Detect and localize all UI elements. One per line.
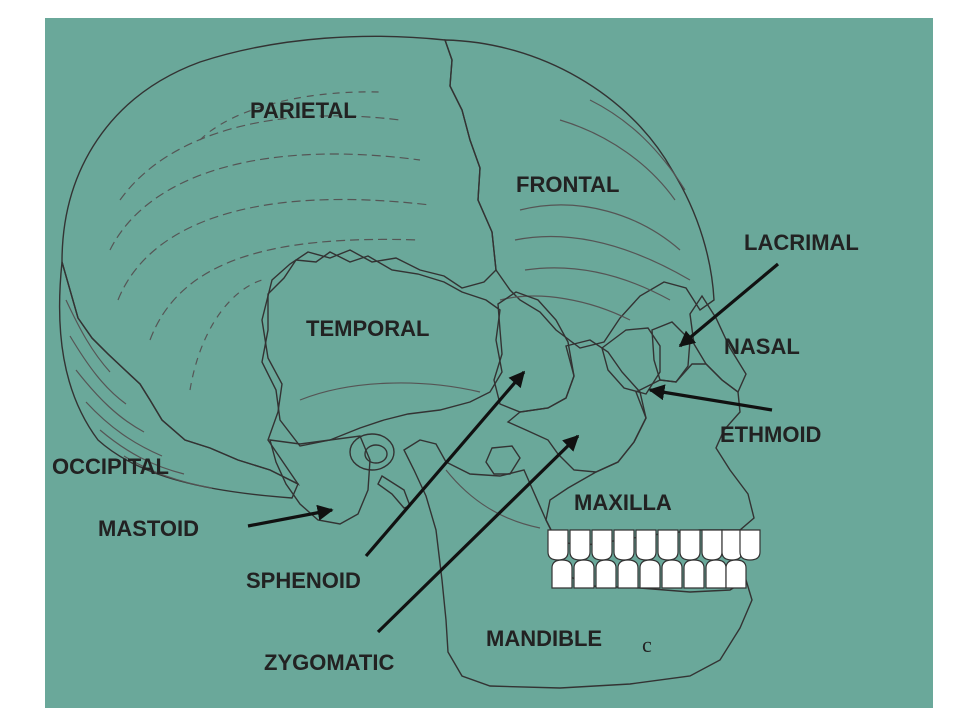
mandible-label: MANDIBLE [486, 626, 602, 651]
mastoid-arrow [247, 504, 334, 528]
mastoid-process [269, 435, 371, 525]
nasal-label: NASAL [724, 334, 800, 359]
ethmoid-bone [601, 327, 661, 395]
mandible-ramus-notch [445, 469, 541, 529]
sphenoid-arrow [364, 370, 526, 558]
occipital-label: OCCIPITAL [52, 454, 169, 479]
lower-tooth [613, 529, 635, 561]
frontal-bone [444, 39, 715, 349]
zygomatic-bone [506, 339, 647, 473]
lower-tooth [591, 529, 613, 561]
zygomatic-label: ZYGOMATIC [264, 650, 394, 675]
upper-tooth [617, 559, 639, 589]
lower-tooth [721, 529, 743, 561]
lower-tooth [679, 529, 701, 561]
frontal-contours [499, 99, 691, 321]
lower-tooth [657, 529, 679, 561]
lacrimal-label: LACRIMAL [744, 230, 859, 255]
ethmoid-label: ETHMOID [720, 422, 821, 447]
upper-tooth [595, 559, 617, 589]
styloid-process [377, 474, 411, 509]
artist-signature: c [642, 632, 652, 657]
lower-tooth [569, 529, 591, 561]
frontal-label: FRONTAL [516, 172, 619, 197]
temporal-lower-contour [299, 382, 481, 401]
temporal-label: TEMPORAL [306, 316, 429, 341]
lower-tooth [739, 529, 761, 561]
upper-tooth [705, 559, 727, 589]
mastoid-ear-canal [349, 433, 395, 471]
upper-tooth [573, 559, 595, 589]
nasal-bone [689, 294, 747, 394]
upper-tooth [639, 559, 661, 589]
upper-tooth [725, 559, 747, 589]
background-panel [45, 18, 933, 708]
upper-teeth [547, 529, 761, 561]
upper-tooth [661, 559, 683, 589]
zygomatic-arrow [376, 434, 580, 634]
temporal-bone [261, 251, 503, 447]
maxilla-label: MAXILLA [574, 490, 672, 515]
lacrimal-arrow [678, 262, 780, 348]
upper-tooth [683, 559, 705, 589]
lower-tooth [635, 529, 657, 561]
ethmoid-arrow [648, 384, 773, 412]
lower-tooth [547, 529, 569, 561]
parietal-label: PARIETAL [250, 98, 357, 123]
lacrimal-bone [651, 321, 691, 383]
upper-tooth [551, 559, 573, 589]
parietal-contours [109, 91, 431, 391]
lower-tooth [701, 529, 723, 561]
mastoid-label: MASTOID [98, 516, 199, 541]
lower-teeth [551, 559, 747, 589]
mandible-bone [403, 439, 753, 689]
occipital-hatching [65, 299, 213, 489]
sphenoid-label: SPHENOID [246, 568, 361, 593]
